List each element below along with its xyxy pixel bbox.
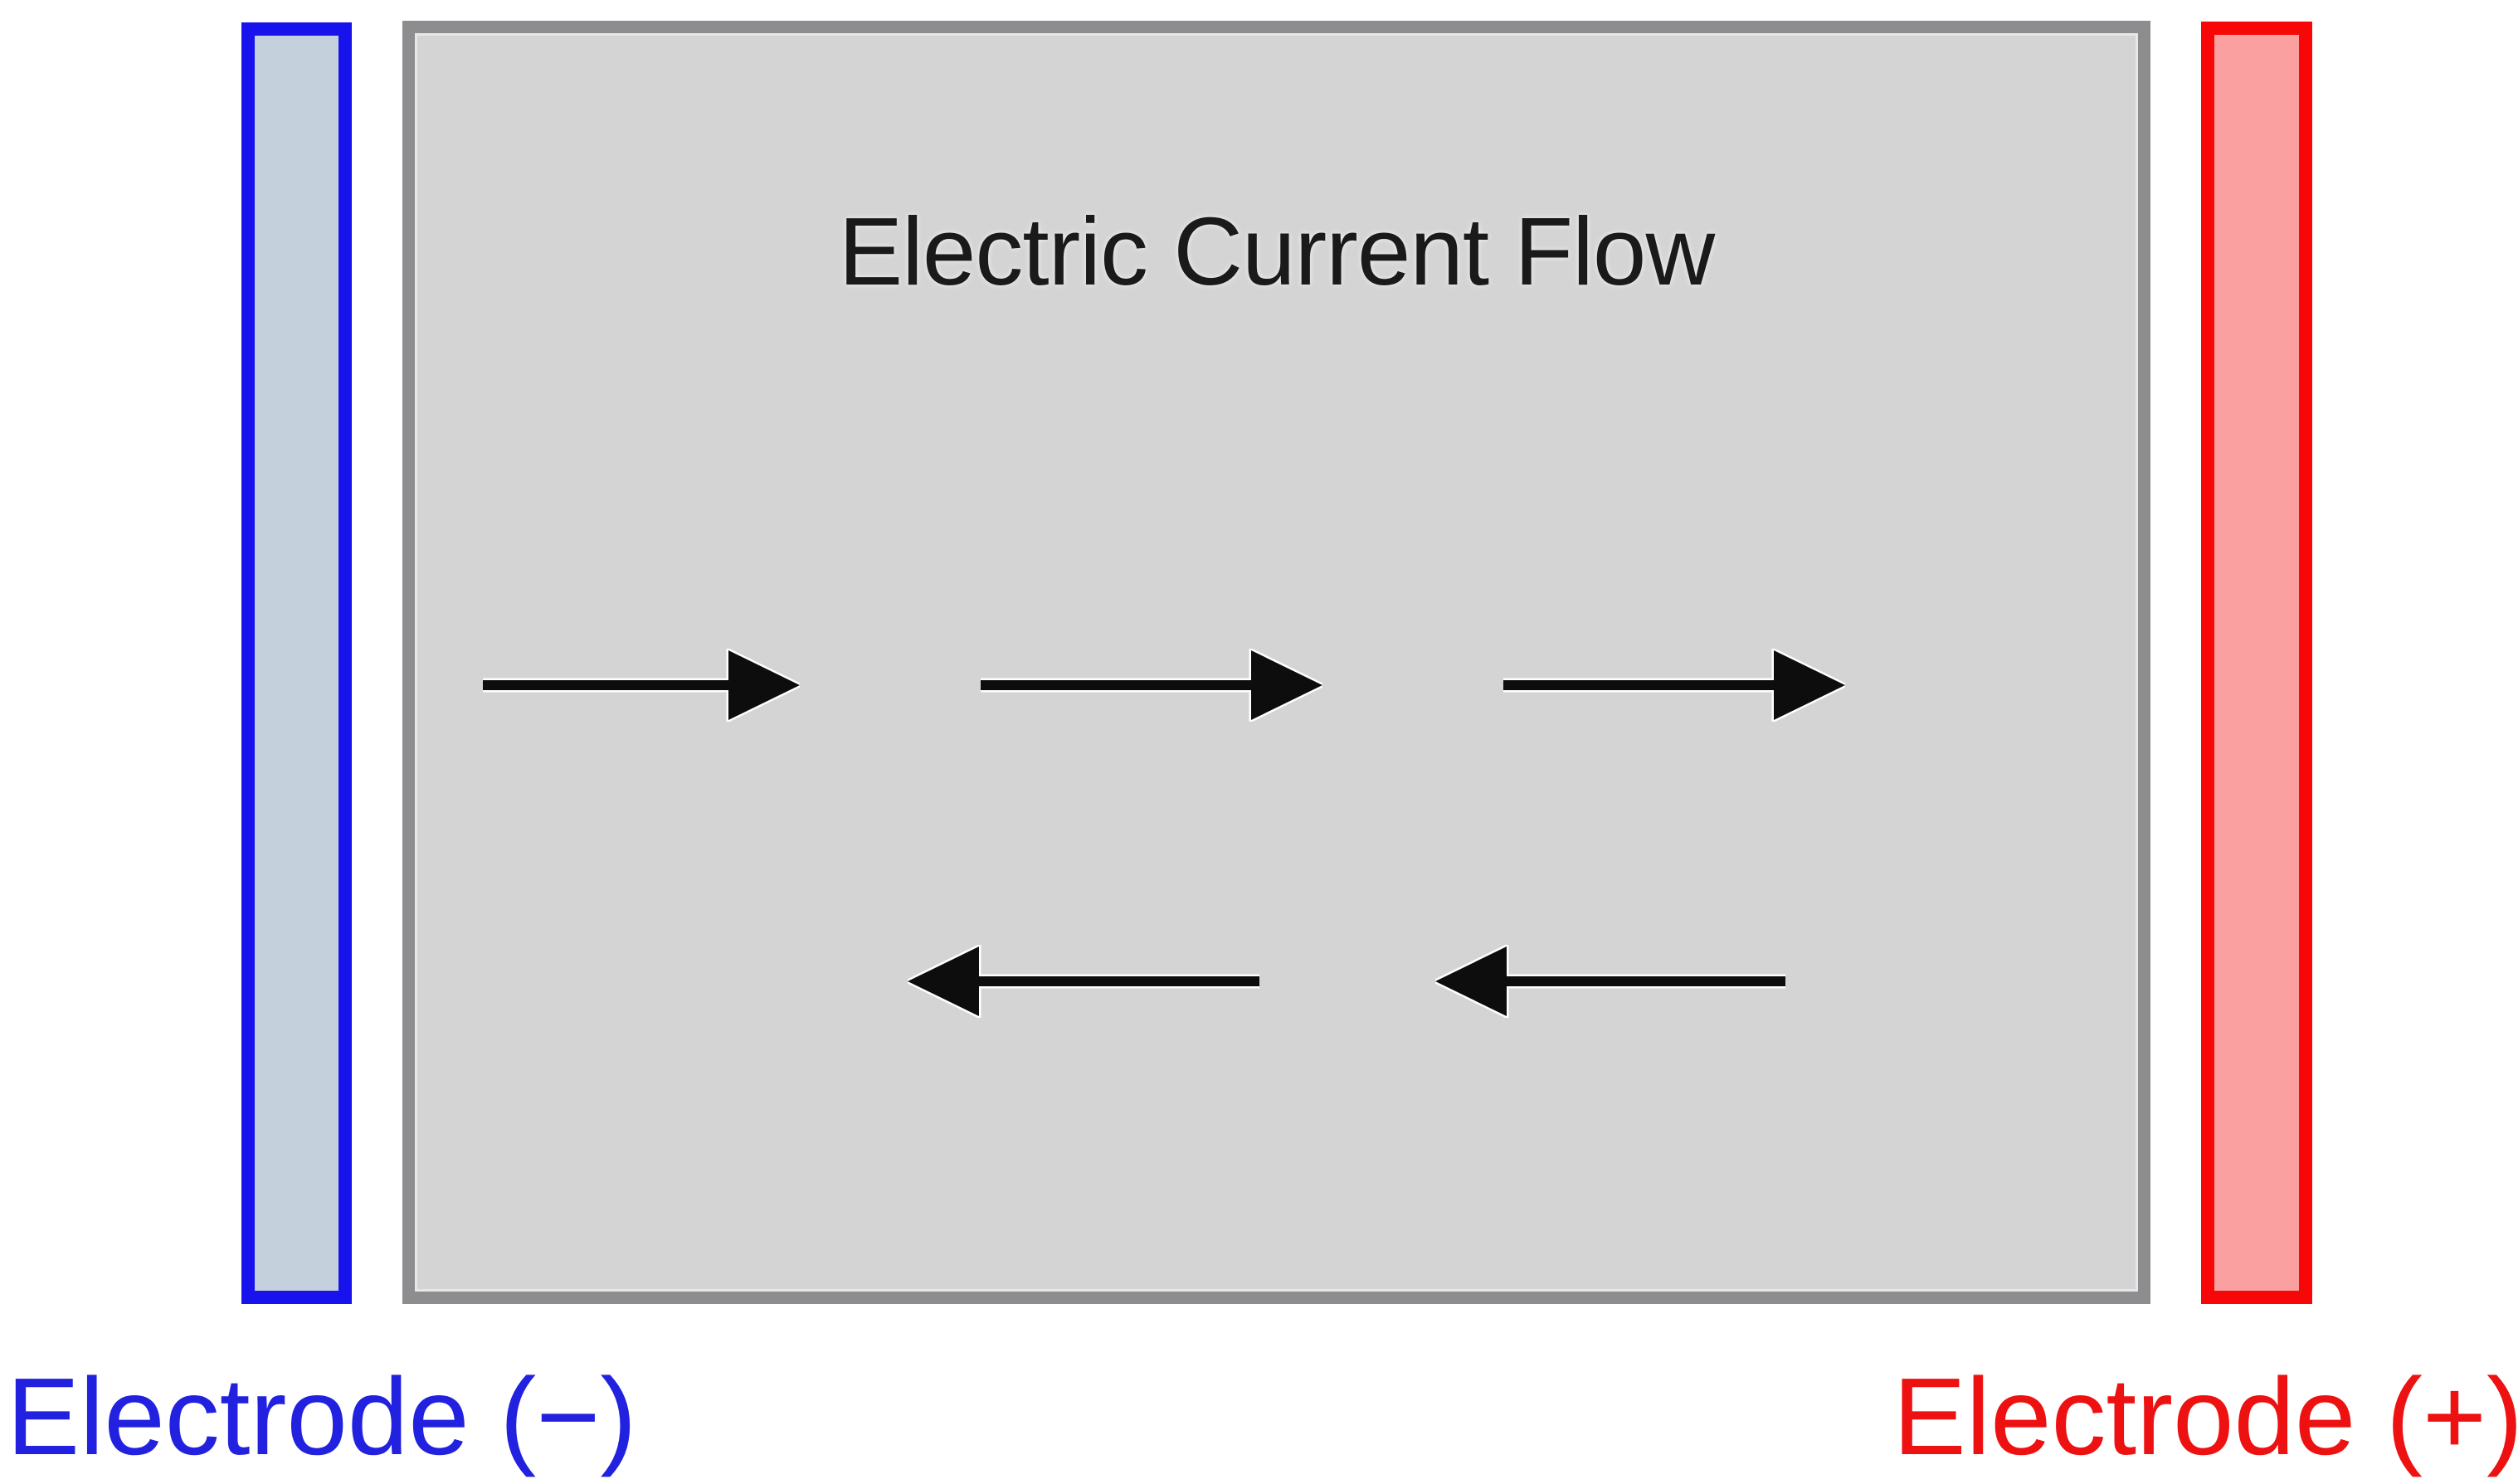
current-arrow-left-icon: [908, 945, 1259, 1018]
current-arrow-left-icon: [1435, 945, 1785, 1018]
current-arrow-right-icon: [1503, 649, 1845, 722]
diagram-title: Electric Current Flow: [838, 197, 1715, 305]
positive-electrode-label: Electrode (+): [1892, 1355, 2518, 1477]
positive-electrode-bar: [2201, 22, 2312, 1304]
current-arrow-right-icon: [483, 649, 800, 722]
negative-electrode-label: Electrode (−): [7, 1355, 637, 1477]
negative-electrode-bar: [241, 22, 352, 1304]
current-arrow-right-icon: [981, 649, 1322, 722]
